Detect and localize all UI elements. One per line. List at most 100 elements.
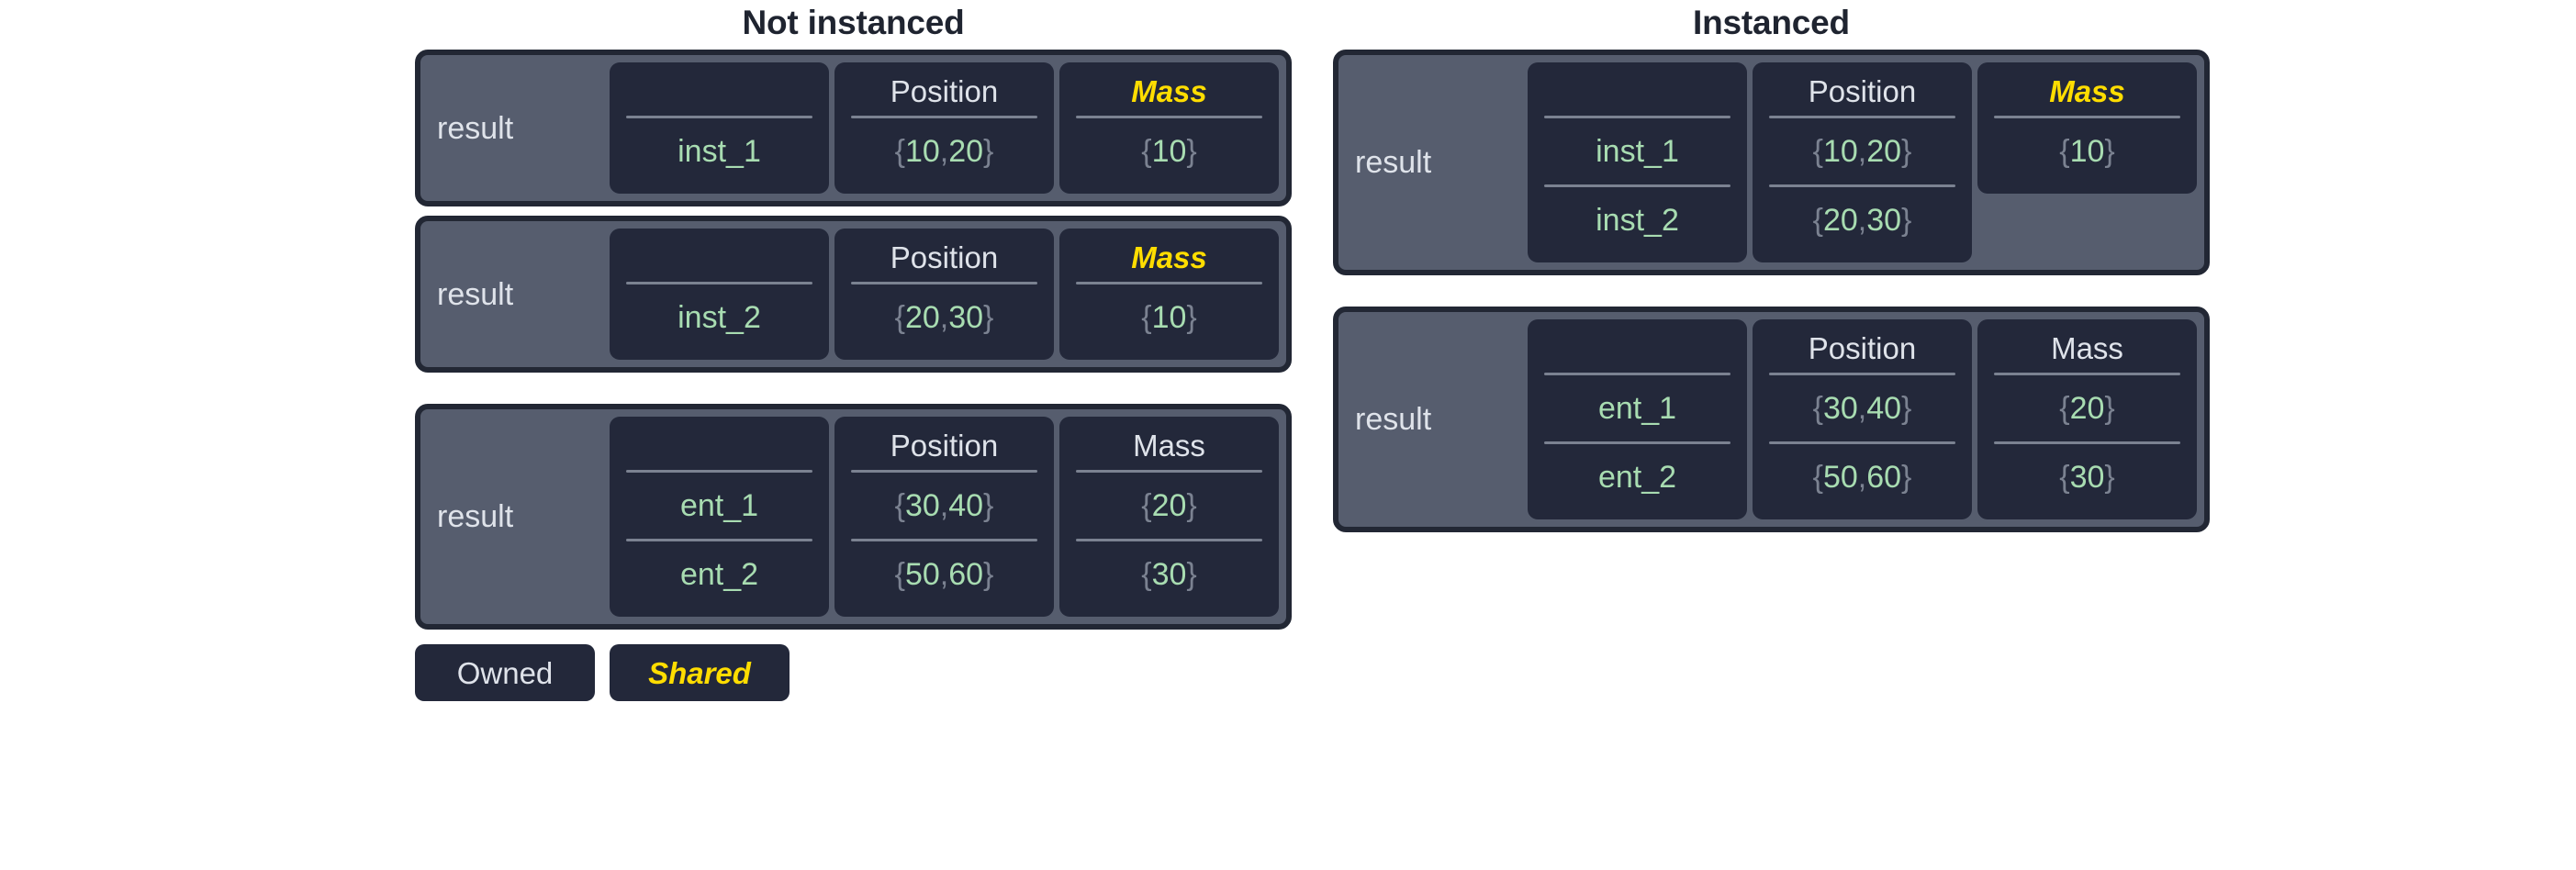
column-position: Position {30, 40} {50, 60} [834, 417, 1054, 617]
column-header [1539, 323, 1736, 373]
cell-mass: {10} [2059, 134, 2115, 169]
row-divider [1076, 282, 1262, 284]
cell-name: inst_2 [1596, 203, 1679, 238]
column-name: ent_1 ent_2 [610, 417, 829, 617]
row-divider [1544, 116, 1730, 118]
row-divider [1769, 373, 1955, 375]
column-position: Position {10, 20} [834, 62, 1054, 194]
column-header: Position [1808, 330, 1917, 365]
cell-name: inst_1 [1596, 134, 1679, 169]
row-divider [626, 282, 812, 284]
cell-position: {50, 60} [894, 557, 994, 592]
column-position: Position {10, 20} {20, 30} [1753, 62, 1972, 262]
column-name: inst_2 [610, 229, 829, 360]
column-group: inst_2 Position {20, 30} Mass {10} [610, 229, 1279, 360]
column-header [1539, 66, 1736, 116]
column-header [621, 232, 818, 282]
row-divider [626, 539, 812, 541]
row-divider [1076, 116, 1262, 118]
column-mass: Mass {10} [1059, 229, 1279, 360]
column-header: Mass [1133, 428, 1205, 463]
cell-name: inst_1 [678, 134, 761, 169]
legend-chip-shared: Shared [610, 644, 790, 701]
result-label: result [437, 499, 514, 534]
cell-name: ent_2 [1597, 460, 1677, 495]
cell-position: {20, 30} [1812, 203, 1912, 238]
cell-position: {30, 40} [1812, 391, 1912, 426]
row-divider [851, 116, 1037, 118]
row-divider [1994, 373, 2180, 375]
column-header: Mass [1131, 73, 1207, 108]
row-divider [1994, 116, 2180, 118]
cell-position: {10, 20} [1812, 134, 1912, 169]
result-block: result ent_1 ent_2 Position {30, 40} {50, 60… [1333, 307, 2210, 532]
row-divider [851, 282, 1037, 284]
column-header: Mass [1131, 240, 1207, 274]
column-group: inst_1 inst_2 Position {10, 20} {20, 30} Mass… [1528, 62, 2197, 262]
column-header: Position [890, 240, 999, 274]
row-divider [1544, 184, 1730, 187]
row-divider [1544, 373, 1730, 375]
row-divider [1769, 116, 1955, 118]
column-header [621, 420, 818, 470]
row-divider [1994, 441, 2180, 444]
cell-mass: {30} [2059, 460, 2115, 495]
column-position: Position {20, 30} [834, 229, 1054, 360]
cell-mass: {20} [1141, 488, 1197, 523]
column-mass: Mass {10} [1059, 62, 1279, 194]
column-header: Position [890, 73, 999, 108]
result-label: result [437, 110, 514, 146]
row-divider [851, 470, 1037, 473]
column-name: ent_1 ent_2 [1528, 319, 1747, 519]
result-block: result inst_2 Position {20, 30} Mass {10} [415, 216, 1292, 373]
column-position: Position {30, 40} {50, 60} [1753, 319, 1972, 519]
cell-position: {30, 40} [894, 488, 994, 523]
column-name: inst_1 inst_2 [1528, 62, 1747, 262]
cell-position: {10, 20} [894, 134, 994, 169]
cell-name: ent_2 [679, 557, 759, 592]
result-label: result [1355, 145, 1432, 180]
result-block: result inst_1 Position {10, 20} Mass {10} [415, 50, 1292, 206]
cell-name: ent_1 [1597, 391, 1677, 426]
result-label: result [437, 276, 514, 312]
result-label: result [1355, 402, 1432, 437]
cell-name: ent_1 [679, 488, 759, 523]
column-mass: Mass {20} {30} [1059, 417, 1279, 617]
column-group: inst_1 Position {10, 20} Mass {10} [610, 62, 1279, 194]
row-divider [1769, 441, 1955, 444]
column-group: ent_1 ent_2 Position {30, 40} {50, 60} Mass {2… [610, 417, 1279, 617]
column-header: Mass [2051, 330, 2123, 365]
column-header [621, 66, 818, 116]
row-divider [1076, 539, 1262, 541]
row-divider [1076, 470, 1262, 473]
row-divider [626, 470, 812, 473]
row-divider [851, 539, 1037, 541]
result-block: result ent_1 ent_2 Position {30, 40} {50, 60… [415, 404, 1292, 630]
cell-mass: {30} [1141, 557, 1197, 592]
column-mass: Mass {20} {30} [1977, 319, 2197, 519]
cell-name: inst_2 [678, 300, 761, 335]
legend-chip-owned: Owned [415, 644, 595, 701]
cell-mass: {20} [2059, 391, 2115, 426]
cell-mass: {10} [1141, 134, 1197, 169]
panel-title: Not instanced [742, 4, 965, 41]
cell-mass: {10} [1141, 300, 1197, 335]
row-divider [1544, 441, 1730, 444]
column-mass: Mass{10} [1977, 62, 2197, 194]
row-divider [1769, 184, 1955, 187]
panel-title: Instanced [1693, 4, 1850, 41]
cell-position: {50, 60} [1812, 460, 1912, 495]
result-block: result inst_1 inst_2 Position {10, 20} {20, … [1333, 50, 2210, 275]
legend: Owned Shared [415, 644, 1292, 701]
column-name: inst_1 [610, 62, 829, 194]
row-divider [626, 116, 812, 118]
column-header: Position [1808, 73, 1917, 108]
column-header: Position [890, 428, 999, 463]
column-group: ent_1 ent_2 Position {30, 40} {50, 60} Mass {2… [1528, 319, 2197, 519]
cell-position: {20, 30} [894, 300, 994, 335]
